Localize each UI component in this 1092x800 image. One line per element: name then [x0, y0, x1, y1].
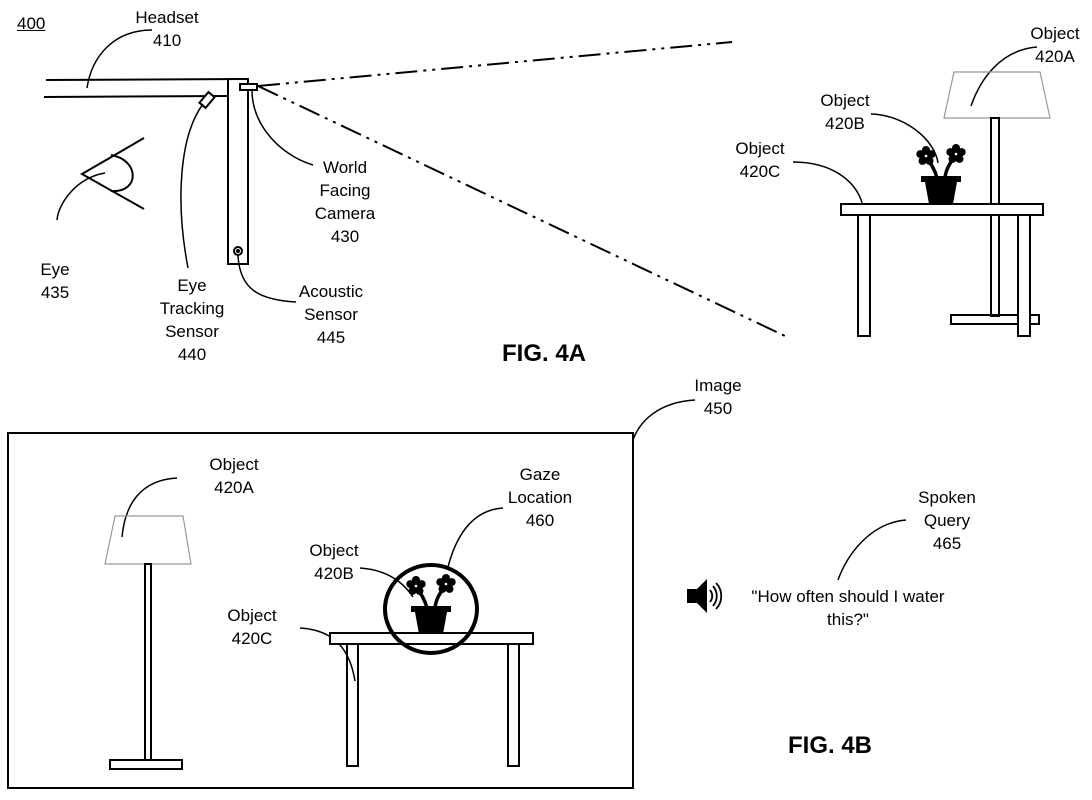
label-object-420b-4b: Object 420B	[309, 541, 359, 583]
plant-4b	[406, 574, 455, 634]
label-object-420c-4a: Object 420C	[735, 139, 785, 181]
label-world-facing-camera: World Facing Camera 430	[314, 158, 376, 246]
figure-title-4b: FIG. 4B	[788, 732, 873, 759]
label-gaze-location: Gaze Location 460	[507, 465, 573, 530]
field-of-view-lines	[257, 41, 786, 337]
label-object-420a-4a: Object 420A	[1030, 24, 1080, 66]
label-eye-tracking-sensor: Eye Tracking Sensor 440	[159, 276, 225, 364]
image-frame	[7, 432, 634, 789]
label-headset: Headset 410	[135, 8, 199, 50]
gaze-location-circle	[383, 563, 479, 655]
speaker-icon	[687, 579, 723, 613]
figure-reference-number: 400	[17, 14, 46, 33]
lamp-4b	[104, 515, 192, 770]
headset-drawing	[43, 78, 258, 265]
lamp-4a	[943, 71, 1051, 325]
table-4a	[840, 203, 1044, 337]
eye-drawing	[79, 137, 145, 210]
plant-4a	[916, 144, 965, 204]
label-spoken-query: Spoken Query 465	[918, 488, 976, 553]
label-image-450: Image 450	[694, 376, 742, 418]
leader-lines-4b	[121, 399, 907, 682]
label-eye: Eye 435	[40, 260, 70, 302]
leader-lines-4a	[56, 29, 1038, 303]
label-acoustic-sensor: Acoustic Sensor 445	[298, 282, 364, 347]
spoken-query-text: "How often should I water this?"	[751, 587, 945, 629]
figure-title-4a: FIG. 4A	[502, 340, 587, 367]
label-object-420c-4b: Object 420C	[227, 606, 277, 648]
label-object-420b-4a: Object 420B	[820, 91, 870, 133]
label-object-420a-4b: Object 420A	[209, 455, 259, 497]
